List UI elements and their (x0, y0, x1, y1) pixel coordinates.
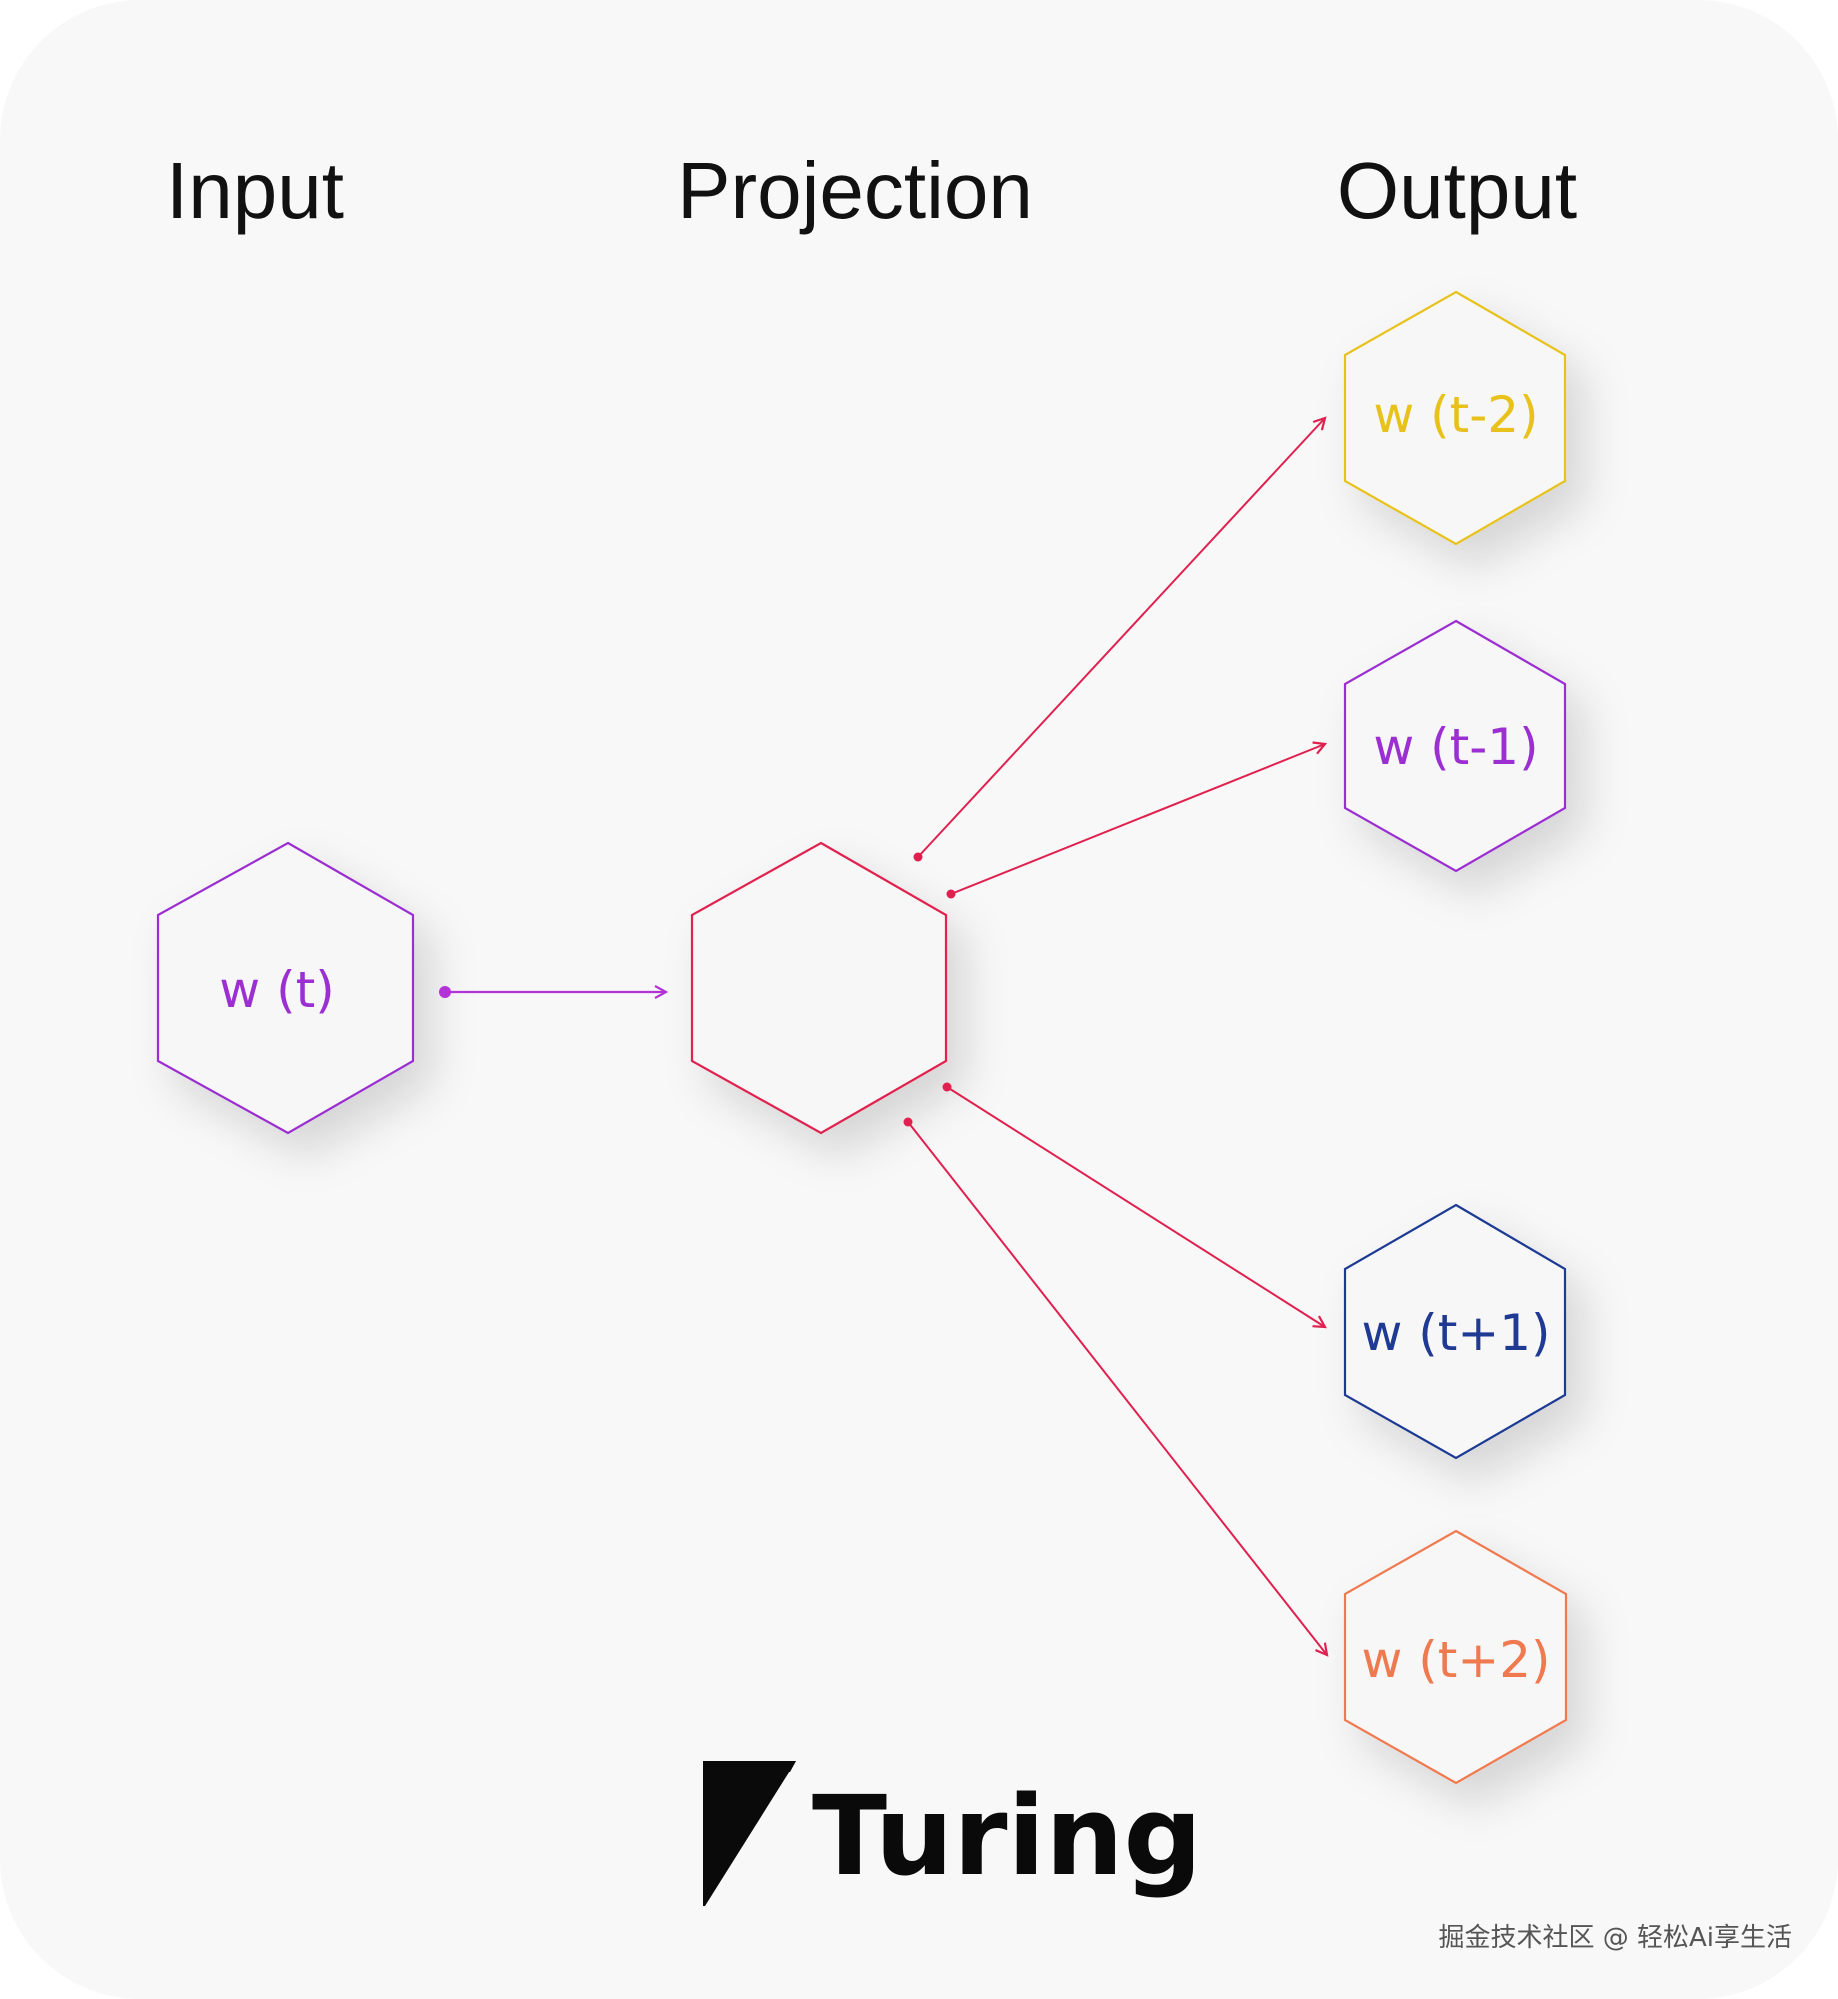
input-node-label: w (t) (219, 961, 334, 1019)
arrow-to-t-minus-2 (913, 416, 1327, 862)
turing-logo-mark (703, 1761, 796, 1906)
input-node: w (t) (156, 841, 415, 1135)
arrow-to-t-plus-1 (942, 1082, 1327, 1329)
arrow-to-t-plus-2 (903, 1117, 1329, 1657)
output-node-t-minus-2: w (t-2) (1343, 290, 1567, 546)
arrow-to-t-minus-1 (946, 741, 1328, 899)
output-column-title: Output (1337, 146, 1577, 235)
output-label-t-minus-2: w (t-2) (1373, 386, 1538, 444)
output-label-t-minus-1: w (t-1) (1373, 718, 1538, 776)
projection-node (690, 841, 948, 1135)
projection-column-title: Projection (677, 146, 1033, 235)
input-arrow (439, 985, 669, 999)
turing-logo: Turing (703, 1761, 1202, 1906)
input-column-title: Input (166, 146, 344, 235)
turing-logo-text: Turing (812, 1772, 1202, 1900)
output-node-t-minus-1: w (t-1) (1343, 619, 1567, 873)
watermark-text: 掘金技术社区 @ 轻松Ai享生活 (1438, 1923, 1792, 1953)
output-label-t-plus-2: w (t+2) (1361, 1631, 1550, 1689)
output-node-t-plus-2: w (t+2) (1343, 1529, 1568, 1785)
output-label-t-plus-1: w (t+1) (1361, 1304, 1550, 1362)
output-node-t-plus-1: w (t+1) (1343, 1203, 1567, 1460)
